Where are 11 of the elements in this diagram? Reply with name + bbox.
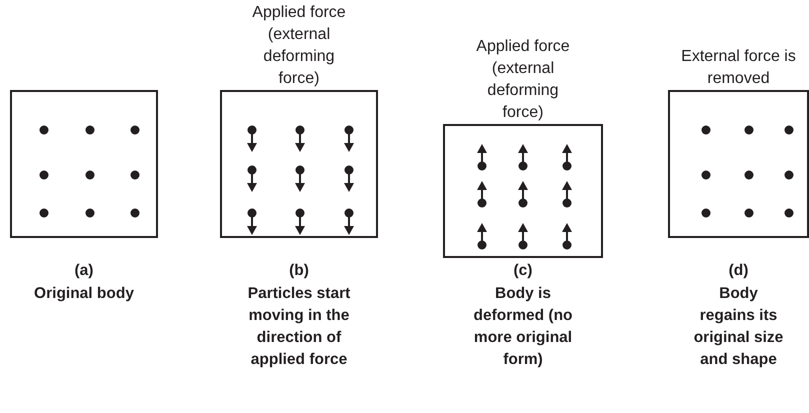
panel-caption: Body regains its original size and shape [692, 284, 784, 370]
panel-caption: Particles start moving in the direction of applied force [246, 284, 352, 370]
panel-heading: External force is removed [680, 47, 797, 89]
panel-heading: Applied force (external deforming force) [475, 37, 571, 123]
panel-caption: Original body [33, 284, 135, 304]
panel-letter: (a) [74, 261, 94, 281]
panel-caption: Body is deformed (no more original form) [472, 284, 574, 370]
panel-letter: (d) [728, 261, 750, 281]
panel-letter: (c) [512, 261, 534, 281]
panel-heading: Applied force (external deforming force) [251, 3, 347, 89]
panel-letter: (b) [288, 261, 310, 281]
